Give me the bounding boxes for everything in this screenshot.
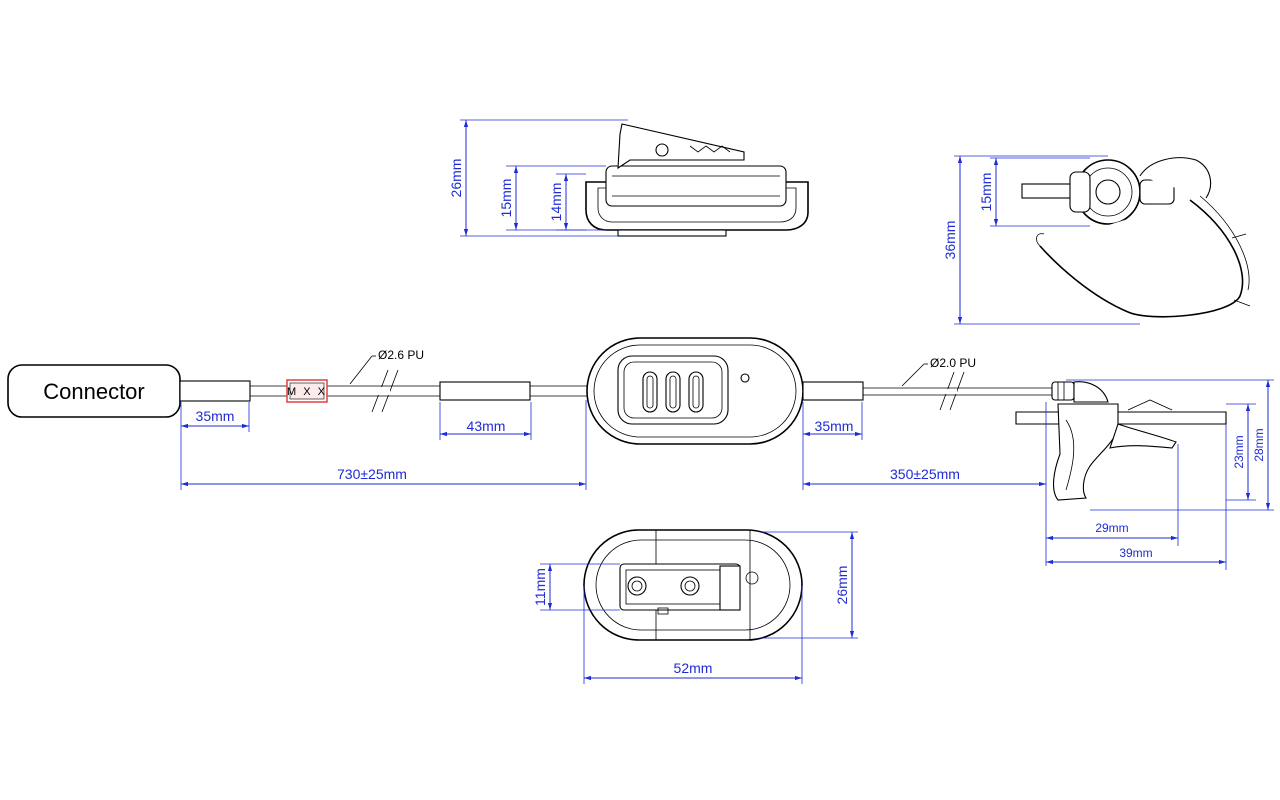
dim-35-right: 35mm xyxy=(815,418,854,434)
marker-text: M X X xyxy=(287,386,327,398)
dim-bottom-52: 52mm xyxy=(674,660,713,676)
cable-marker: M X X xyxy=(286,379,328,403)
dim-350: 350±25mm xyxy=(890,466,960,482)
dim-bottom-11: 11mm xyxy=(532,568,548,606)
dim-ear-36: 36mm xyxy=(942,221,958,260)
earpiece-side-view xyxy=(1015,381,1227,501)
cable-right-spec: Ø2.0 PU xyxy=(930,356,976,370)
cable-left-spec: Ø2.6 PU xyxy=(378,348,424,362)
button-3 xyxy=(688,371,704,413)
earhook-dimensions: 36mm 15mm xyxy=(942,155,1140,325)
clip-dimensions: 26mm 15mm 14mm xyxy=(448,119,628,237)
clip-rivet-2 xyxy=(680,576,700,596)
led-indicator xyxy=(740,373,750,383)
dim-clip-15: 15mm xyxy=(498,179,514,218)
earhook-cable-stub xyxy=(1021,183,1073,199)
dim-side-28: 28mm xyxy=(1252,428,1266,461)
dim-35-left: 35mm xyxy=(196,408,235,424)
earpiece-hook-tip xyxy=(1109,423,1177,449)
strain-relief-right xyxy=(802,381,864,401)
clip-rivet-1 xyxy=(627,576,647,596)
cable-assembly: Connector M X X Ø2.6 PU xyxy=(7,337,1227,501)
dim-side-29: 29mm xyxy=(1095,521,1128,535)
earpiece-clip-arm xyxy=(1015,411,1227,425)
leader-left xyxy=(349,355,373,385)
clip-pivot xyxy=(655,143,669,157)
connector: Connector xyxy=(7,364,181,418)
inline-control-box xyxy=(586,337,804,445)
earhook-front-view xyxy=(1021,157,1251,318)
clip-spring-lever xyxy=(617,123,745,170)
strain-relief-left xyxy=(179,380,251,402)
dim-43: 43mm xyxy=(467,418,506,434)
clip-side-view xyxy=(585,123,809,237)
cable-dimensions: 35mm 43mm 730±25mm 35mm 350±25mm 28mm 23… xyxy=(180,379,1274,570)
dim-side-39: 39mm xyxy=(1119,546,1152,560)
dim-clip-14: 14mm xyxy=(548,183,564,222)
connector-label: Connector xyxy=(43,379,145,404)
dim-730: 730±25mm xyxy=(337,466,407,482)
dim-clip-26: 26mm xyxy=(448,159,464,198)
button-1 xyxy=(642,371,658,413)
dim-bottom-26: 26mm xyxy=(834,566,850,605)
dim-side-23: 23mm xyxy=(1232,435,1246,468)
cable-sleeve xyxy=(439,381,531,401)
earhook-arc xyxy=(1039,199,1244,318)
control-box-back-view xyxy=(583,529,803,641)
dim-ear-15: 15mm xyxy=(978,173,994,212)
control-box-dimensions: 11mm 26mm 52mm xyxy=(532,531,858,684)
earpiece-body xyxy=(1052,403,1119,501)
button-2 xyxy=(665,371,681,413)
leader-right xyxy=(901,363,925,387)
